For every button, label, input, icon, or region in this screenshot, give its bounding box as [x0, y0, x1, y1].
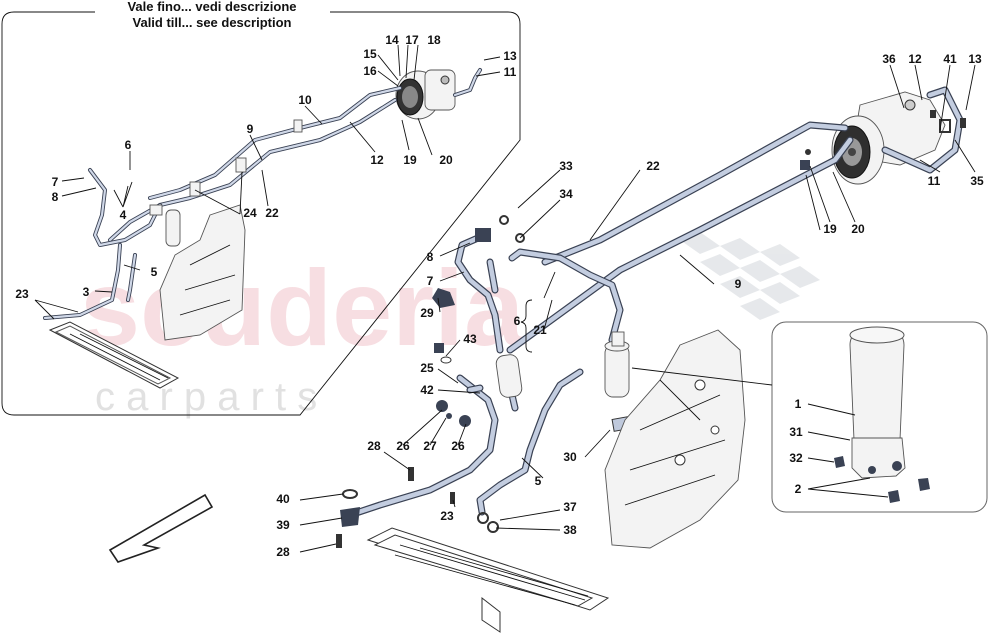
part-label: 13: [968, 52, 982, 66]
part-label: 5: [535, 474, 542, 488]
part-label: 34: [559, 187, 573, 201]
part-label: 1: [795, 397, 802, 411]
main-fittings: [336, 110, 966, 548]
part-label: 18: [427, 33, 441, 47]
header-line-english: Valid till... see description: [133, 15, 292, 30]
part-label: 38: [563, 523, 577, 537]
inset-condenser: [48, 321, 180, 389]
main-receiver-drier: [604, 331, 631, 432]
part-label: 23: [440, 509, 454, 523]
part-label: 19: [823, 222, 837, 236]
watermark: scuderia c a r p a r t s: [80, 232, 820, 419]
main-condenser-hoses: [346, 368, 584, 519]
part-label: 20: [851, 222, 865, 236]
main-long-pipes: [506, 86, 964, 354]
part-label: 21: [533, 323, 547, 337]
part-label: 23: [15, 287, 29, 301]
inset-frame: [1, 11, 521, 416]
part-label: 16: [363, 64, 377, 78]
part-label: 31: [789, 425, 803, 439]
inset-pipes: [43, 68, 482, 320]
part-label: 26: [396, 439, 410, 453]
part-label: 4: [120, 208, 127, 222]
part-label: 41: [943, 52, 957, 66]
part-label: 10: [298, 93, 312, 107]
part-label: 22: [646, 159, 660, 173]
part-label: 12: [370, 153, 384, 167]
part-label: 29: [420, 306, 434, 320]
detail-link-line: [631, 367, 773, 386]
part-label: 11: [928, 174, 941, 188]
part-label: 7: [52, 175, 59, 189]
part-label: 43: [463, 332, 477, 346]
main-compressor: [831, 91, 946, 185]
part-label: 13: [503, 49, 517, 63]
part-label: 35: [970, 174, 984, 188]
watermark-brand: scuderia: [80, 247, 525, 368]
inset-labels: 14 17 18 15 16 13 11 10 9 12 19 20 6 7 8…: [15, 33, 517, 301]
part-label: 19: [403, 153, 417, 167]
inset-bracket: [159, 204, 246, 341]
part-label: 33: [559, 159, 573, 173]
part-label: 8: [427, 250, 434, 264]
part-label: 37: [563, 500, 577, 514]
main-bracket: [604, 329, 746, 549]
part-label: 25: [420, 361, 434, 375]
part-label: 9: [735, 277, 742, 291]
part-label: 32: [789, 451, 803, 465]
part-label: 14: [385, 33, 399, 47]
part-label: 6: [125, 138, 132, 152]
group-brace: [520, 299, 533, 353]
part-label: 24: [243, 206, 257, 220]
header-line-italian: Vale fino... vedi descrizione: [127, 0, 296, 14]
checkered-flag-watermark: [680, 232, 820, 320]
part-label: 17: [405, 33, 419, 47]
watermark-tagline: c a r p a r t s: [95, 375, 317, 419]
part-label: 3: [83, 285, 90, 299]
part-label: 36: [882, 52, 896, 66]
part-label: 39: [276, 518, 290, 532]
part-label: 5: [151, 265, 158, 279]
main-drier-hoses: [454, 234, 624, 412]
part-label: 30: [563, 450, 577, 464]
part-label: 27: [423, 439, 437, 453]
inset-compressor: [395, 69, 456, 120]
main-labels: 36 12 41 13 11 35 33 34 22 8 7 29 6 21 4…: [276, 52, 984, 559]
part-label: 28: [276, 545, 290, 559]
main-condenser: [366, 527, 610, 633]
part-label: 42: [420, 383, 434, 397]
part-label: 11: [504, 65, 517, 79]
leader-lines: [34, 44, 976, 553]
part-label: 8: [52, 190, 59, 204]
part-label: 20: [439, 153, 453, 167]
detail-receiver-drier: [834, 326, 930, 503]
part-label: 22: [265, 206, 279, 220]
part-label: 26: [451, 439, 465, 453]
part-label: 40: [276, 492, 290, 506]
part-label: 9: [247, 122, 254, 136]
front-direction-arrow-icon: [108, 493, 214, 563]
part-label: 2: [795, 482, 802, 496]
part-label: 12: [908, 52, 922, 66]
part-label: 28: [367, 439, 381, 453]
part-label: 15: [363, 47, 377, 61]
part-label: 7: [427, 274, 434, 288]
part-label: 6: [514, 314, 521, 328]
